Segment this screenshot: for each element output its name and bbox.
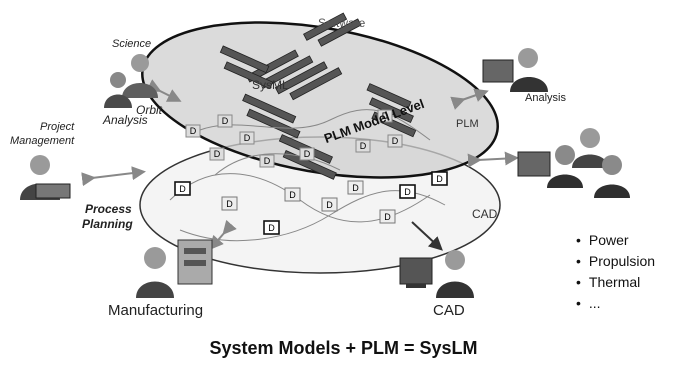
d-marker: D (217, 114, 233, 128)
analysis-person-icon (482, 48, 548, 92)
project-management-person-icon (20, 155, 71, 200)
svg-text:D: D (214, 149, 221, 159)
svg-text:D: D (289, 190, 296, 200)
arrow-analysis-right (450, 88, 489, 110)
d-marker: D (259, 154, 275, 168)
svg-text:D: D (304, 149, 311, 159)
svg-text:D: D (436, 174, 443, 184)
d-marker: D (321, 197, 338, 212)
svg-text:D: D (222, 116, 229, 126)
label-plm: PLM (456, 118, 479, 130)
arrow-manufacturing (209, 219, 237, 251)
label-science: Science (112, 38, 152, 50)
arrow-project-management (81, 166, 146, 187)
label-manufacturing: Manufacturing (108, 302, 204, 319)
sysml-blocks (219, 12, 417, 180)
d-marker: D (299, 147, 315, 161)
label-sysml: SysML (252, 78, 289, 92)
svg-text:D: D (268, 223, 275, 233)
d-marker: D (379, 209, 396, 224)
manufacturing-person-icon (136, 239, 213, 298)
list-item: Propulsion (576, 251, 655, 272)
d-marker: D (209, 147, 225, 161)
caption: System Models + PLM = SysLM (209, 338, 478, 358)
d-marker: D (399, 184, 416, 199)
label-cad-bottom: CAD (433, 302, 465, 319)
d-marker: D (387, 134, 403, 148)
svg-text:D: D (179, 184, 186, 194)
svg-text:D: D (392, 136, 399, 146)
svg-text:D: D (244, 133, 251, 143)
d-marker: D (355, 139, 371, 153)
cad-person-icon (399, 250, 474, 298)
arrow-team (467, 151, 519, 168)
d-marker: D (431, 171, 448, 186)
d-marker: D (185, 124, 201, 138)
subsystem-list: Power Propulsion Thermal ... (576, 230, 655, 314)
engineering-team-icon (517, 128, 630, 198)
d-marker: D (263, 220, 280, 235)
list-item: ... (576, 293, 655, 314)
svg-text:D: D (352, 183, 359, 193)
label-analysis-left: Analysis (103, 113, 148, 127)
d-marker: D (239, 131, 255, 145)
svg-text:D: D (190, 126, 197, 136)
arrow-science (145, 79, 182, 102)
label-project: Project (40, 121, 75, 133)
label-software: Software (318, 16, 366, 30)
svg-text:D: D (360, 141, 367, 151)
science-person-icon (104, 54, 158, 108)
label-planning: Planning (82, 217, 133, 231)
svg-text:D: D (264, 156, 271, 166)
label-management: Management (10, 135, 75, 147)
svg-text:D: D (382, 111, 389, 121)
d-marker: D (347, 180, 364, 195)
svg-text:D: D (226, 199, 233, 209)
label-cad-mid: CAD (472, 207, 498, 221)
d-marker: D (174, 181, 191, 196)
label-process: Process (85, 202, 132, 216)
svg-text:D: D (326, 200, 333, 210)
label-orbit: Orbit (136, 103, 163, 117)
d-markers: D D D D D D D D D D D D D D D D D D (174, 109, 448, 235)
list-item: Power (576, 230, 655, 251)
d-marker: D (377, 109, 393, 123)
arrow-cad (411, 221, 443, 251)
d-marker: D (284, 187, 301, 202)
svg-text:D: D (384, 212, 391, 222)
arrows (81, 79, 519, 251)
svg-text:D: D (404, 187, 411, 197)
label-analysis-right: Analysis (525, 92, 566, 104)
list-item: Thermal (576, 272, 655, 293)
d-marker: D (221, 196, 238, 211)
